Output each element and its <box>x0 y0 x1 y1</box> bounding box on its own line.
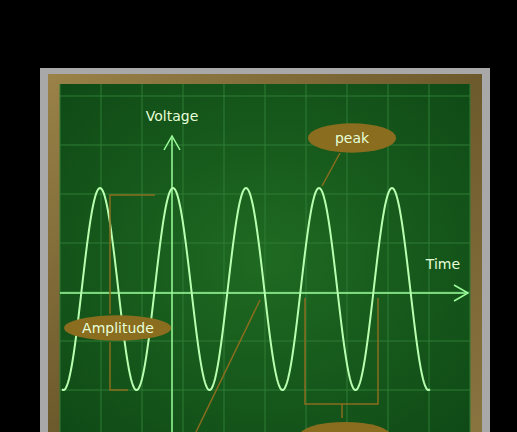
callout-ellipse: Amplitude <box>63 315 172 341</box>
axis-label: Voltage <box>146 108 199 124</box>
grid <box>60 84 470 432</box>
sine-wave <box>62 188 430 390</box>
outer-frame <box>40 68 490 432</box>
callout-text: peak <box>335 130 369 146</box>
bezel <box>48 74 482 432</box>
callout-text: Amplitude <box>82 320 154 336</box>
axes <box>60 136 468 432</box>
callout-ellipse: peak <box>307 123 397 153</box>
brackets <box>110 153 378 432</box>
axis-label: Time <box>426 256 460 272</box>
callout-bubble <box>299 422 391 432</box>
screen <box>60 84 470 432</box>
